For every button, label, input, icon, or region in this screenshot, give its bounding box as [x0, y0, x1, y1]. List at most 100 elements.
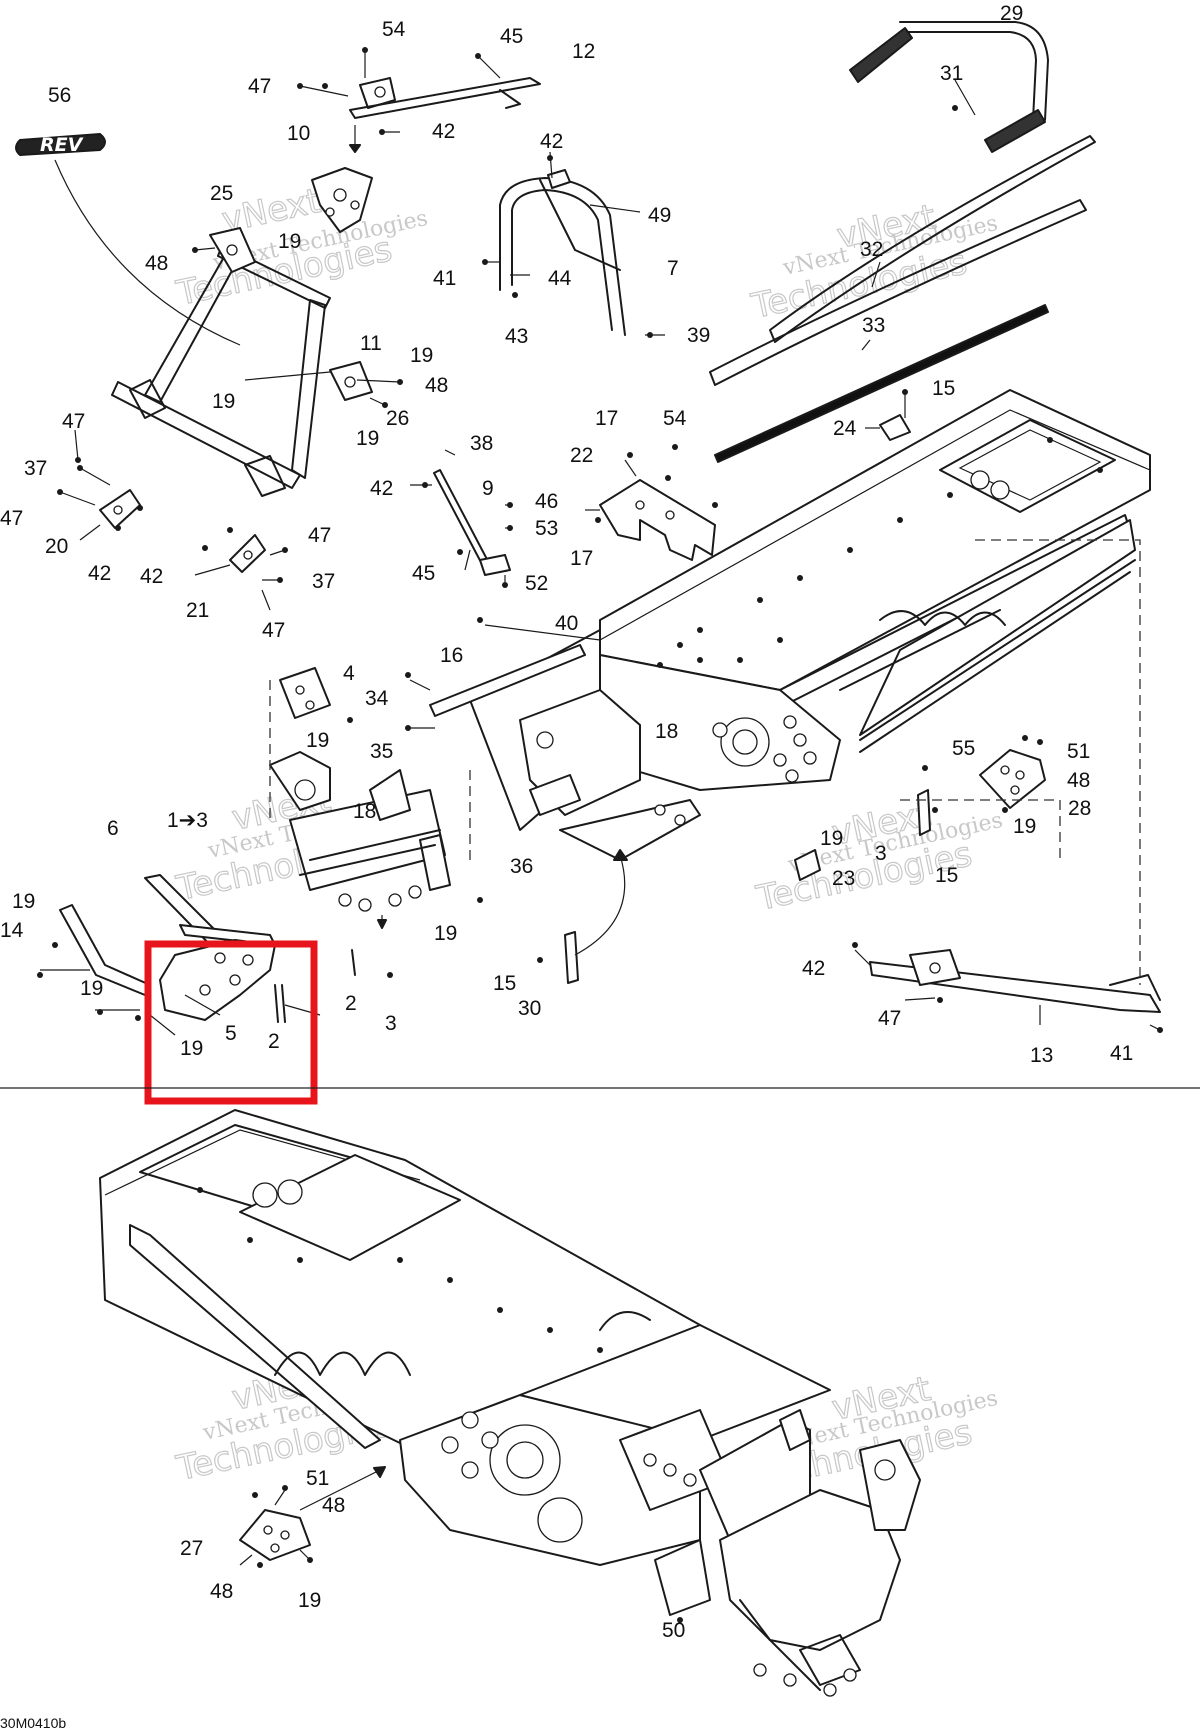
callout-19: 19: [278, 230, 301, 253]
callout-25: 25: [210, 182, 233, 205]
callout-24: 24: [833, 417, 857, 440]
callout-48: 48: [425, 374, 448, 397]
callout-18: 18: [655, 720, 678, 743]
part-29-grab-bar: [849, 21, 1049, 153]
tunnel-assembly-upper: [469, 389, 1151, 861]
callout-41: 41: [433, 267, 456, 290]
callout-39: 39: [687, 324, 710, 347]
callout-3: 3: [385, 1012, 397, 1035]
front-bracket-lower: [719, 1409, 921, 1697]
callout-33: 33: [862, 314, 885, 337]
callout-49: 49: [648, 204, 671, 227]
callout-53: 53: [535, 517, 558, 540]
part-2-bolt: [274, 949, 393, 1023]
callout-19: 19: [298, 1589, 321, 1612]
callout-37: 37: [312, 570, 335, 593]
callout-40: 40: [555, 612, 578, 635]
callout-1-arrow-3: 1➔3: [167, 809, 208, 832]
part-9-strut: [410, 449, 513, 588]
callout-42: 42: [802, 957, 825, 980]
callout-19: 19: [356, 427, 379, 450]
callout-23: 23: [832, 867, 855, 890]
callout-55: 55: [952, 737, 975, 760]
callout-19: 19: [80, 977, 103, 1000]
callout-6: 6: [107, 817, 119, 840]
callout-17: 17: [595, 407, 618, 430]
callout-46: 46: [535, 490, 558, 513]
rev-logo-text: REV: [40, 134, 84, 156]
callout-18: 18: [353, 800, 376, 823]
part-27-footrest: [239, 1466, 386, 1568]
front-suspension-bracket: [269, 680, 483, 929]
callout-5: 5: [225, 1022, 237, 1045]
callout-32: 32: [860, 238, 883, 261]
callout-42: 42: [540, 130, 563, 153]
callout-47: 47: [878, 1007, 901, 1030]
callout-22: 22: [570, 444, 593, 467]
callout-19: 19: [212, 390, 235, 413]
part-13-bar: [852, 942, 1163, 1033]
callout-19: 19: [434, 922, 457, 945]
drawing-code: 30M0410b: [0, 1715, 66, 1731]
callout-41: 41: [1110, 1042, 1133, 1065]
callout-42: 42: [432, 120, 455, 143]
callout-16: 16: [440, 644, 463, 667]
callout-42: 42: [140, 565, 163, 588]
callout-37: 37: [24, 457, 47, 480]
callout-36: 36: [510, 855, 533, 878]
callout-34: 34: [365, 687, 389, 710]
tunnel-assembly-lower: [99, 1109, 831, 1623]
callout-52: 52: [525, 572, 548, 595]
callout-44: 44: [548, 267, 572, 290]
callout-labels: 54 45 12 47 42 10 56 25 48 19 11 19 48 1…: [0, 2, 1133, 1642]
callout-26: 26: [386, 407, 409, 430]
callout-47: 47: [308, 524, 331, 547]
dashed-leader: [900, 799, 1061, 860]
callout-27: 27: [180, 1537, 203, 1560]
callout-19: 19: [410, 344, 433, 367]
callout-48: 48: [1067, 769, 1090, 792]
callout-15: 15: [493, 972, 516, 995]
callout-31: 31: [940, 62, 963, 85]
callout-51: 51: [1067, 740, 1090, 763]
callout-56: 56: [48, 84, 71, 107]
callout-47: 47: [62, 410, 85, 433]
callout-19: 19: [12, 890, 35, 913]
callout-14: 14: [0, 919, 24, 942]
callout-42: 42: [370, 477, 393, 500]
callout-11: 11: [360, 332, 382, 355]
callout-48: 48: [210, 1580, 233, 1603]
callout-4: 4: [343, 662, 355, 685]
part-28-footrest: [922, 735, 1046, 813]
callout-19: 19: [820, 827, 843, 850]
callout-12: 12: [572, 40, 595, 63]
callout-45: 45: [500, 25, 523, 48]
callout-47: 47: [262, 619, 285, 642]
callout-3: 3: [875, 842, 887, 865]
callout-15: 15: [935, 864, 958, 887]
callout-2: 2: [268, 1030, 280, 1053]
part-10-bracket: [311, 167, 373, 233]
part-24-bracket: [865, 389, 911, 441]
part-40-crossbar: [405, 617, 601, 731]
callout-45: 45: [412, 562, 435, 585]
dashed-leader: [975, 539, 1141, 985]
part-30-link: [537, 849, 628, 984]
part-12-upper-bar: [297, 47, 541, 153]
callout-19: 19: [1013, 815, 1036, 838]
callout-54: 54: [382, 18, 406, 41]
callout-50: 50: [662, 1619, 685, 1642]
callout-19: 19: [306, 729, 329, 752]
callout-29: 29: [1000, 2, 1023, 25]
callout-51: 51: [306, 1467, 329, 1490]
callout-47: 47: [248, 75, 271, 98]
callout-38: 38: [470, 432, 493, 455]
callout-30: 30: [518, 997, 541, 1020]
part-4-bracket: [279, 667, 353, 723]
callout-13: 13: [1030, 1044, 1053, 1067]
rev-logo-badge: REV: [15, 133, 241, 346]
callout-15: 15: [932, 377, 955, 400]
callout-47: 47: [0, 507, 23, 530]
callout-48: 48: [145, 252, 168, 275]
